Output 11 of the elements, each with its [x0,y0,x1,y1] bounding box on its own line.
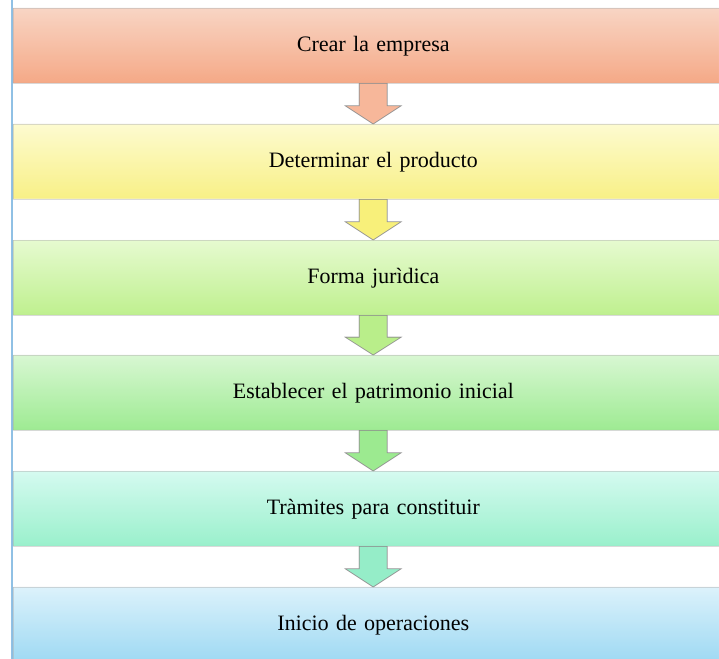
process-box: Determinar el producto [13,124,719,200]
down-arrow [344,546,403,588]
down-arrow [344,315,403,356]
process-box: Tràmites para constituir [13,471,719,546]
process-box: Crear la empresa [13,8,719,84]
process-box: Forma jurìdica [13,240,719,316]
process-box: Inicio de operaciones [13,587,719,659]
process-box: Establecer el patrimonio inicial [13,355,719,430]
down-arrow [344,199,403,240]
down-arrow [344,430,403,472]
down-arrow [344,83,403,124]
